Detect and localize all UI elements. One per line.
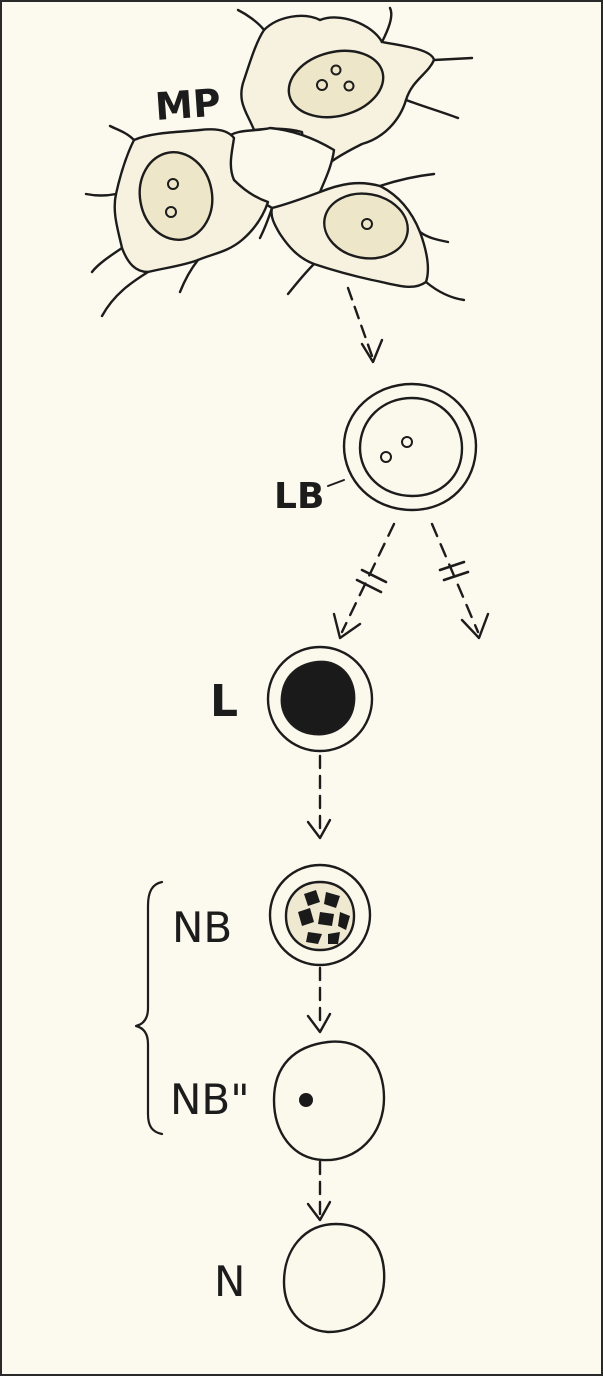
l-cell [268, 647, 372, 751]
nb-cell [270, 865, 370, 965]
label-l: L [210, 676, 238, 727]
arrow-l-to-nb [308, 756, 330, 838]
l-dark-nucleus [282, 662, 354, 734]
label-lb: LB [274, 476, 324, 517]
label-nb2: NB" [170, 1075, 250, 1124]
lb-label-leader [328, 480, 344, 486]
arrow-mp-to-lb [348, 288, 382, 362]
nb2-outer-membrane [274, 1042, 384, 1161]
n-cell [284, 1224, 384, 1332]
lb-cell [328, 384, 476, 510]
mp-cell-sheet [86, 8, 472, 316]
block-mark-right [440, 562, 468, 580]
arrow-lb-to-l-blocked [334, 524, 394, 638]
arrow-nb2-to-n [308, 1162, 330, 1220]
label-nb: NB [172, 903, 232, 952]
nb2-dot [299, 1093, 313, 1107]
arrow-lb-to-right-blocked [432, 524, 488, 638]
n-outer-membrane [284, 1224, 384, 1332]
nb2-cell [274, 1042, 384, 1161]
label-n: N [214, 1257, 245, 1306]
arrow-nb-to-nb2 [308, 968, 330, 1032]
label-mp: MP [154, 81, 223, 129]
block-mark-left [357, 570, 386, 592]
nb-group-bracket [136, 882, 162, 1134]
